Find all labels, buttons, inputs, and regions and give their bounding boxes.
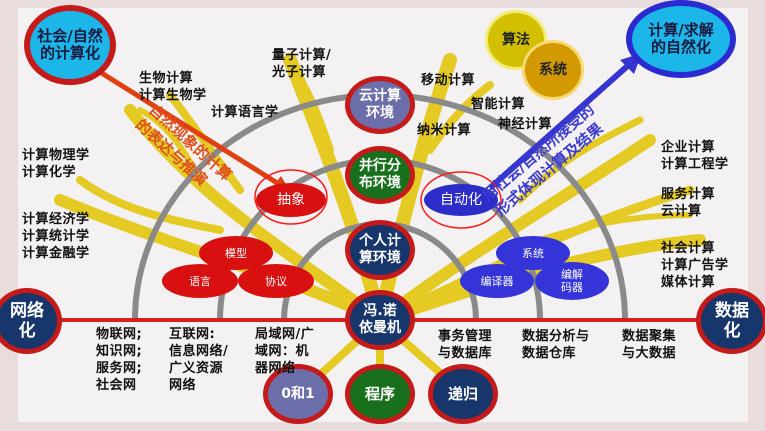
- label-social: 社会计算 计算广告学 媒体计算: [661, 241, 729, 290]
- label-linguistics: 计算语言学: [211, 105, 279, 120]
- node-recursion[interactable]: 递归: [428, 364, 498, 424]
- node-personal-environment[interactable]: 个人计 算环境: [345, 220, 415, 280]
- hand-drawn-circle-abstraction: [254, 169, 328, 225]
- label-analysis: 数据分析与 数据仓库: [522, 329, 590, 361]
- label-mobile: 移动计算: [421, 73, 476, 88]
- label-transaction: 事务管理 与数据库: [438, 329, 493, 361]
- label-internet: 互联网: 信息网络/ 广义资源 网络: [169, 327, 229, 393]
- node-cloud-environment[interactable]: 云计算 环境: [345, 76, 415, 134]
- node-zero-and-one[interactable]: 0和1: [263, 364, 333, 424]
- node-von-neumann[interactable]: 冯.诺 依曼机: [345, 290, 415, 350]
- oval-language[interactable]: 语言: [162, 264, 238, 298]
- oval-codec[interactable]: 编解 码器: [535, 262, 609, 300]
- oval-compiler[interactable]: 编译器: [460, 264, 534, 298]
- label-iot: 物联网; 知识网; 服务网; 社会网: [96, 327, 143, 393]
- label-lan: 局域网/广 域网：机 器网络: [255, 327, 315, 376]
- label-nano: 纳米计算: [417, 123, 472, 138]
- label-intelligent: 智能计算: [471, 97, 526, 112]
- label-enterprise: 企业计算 计算工程学: [661, 140, 729, 172]
- label-bio: 生物计算 计算生物学: [139, 71, 207, 103]
- blue-arrow-line: [488, 59, 634, 191]
- oval-protocol[interactable]: 协议: [238, 264, 314, 298]
- label-economics: 计算经济学 计算统计学 计算金融学: [22, 212, 90, 261]
- node-datafication[interactable]: 数据 化: [696, 288, 765, 354]
- label-service: 服务计算 云计算: [661, 187, 716, 219]
- label-bigdata: 数据聚集 与大数据: [622, 329, 677, 361]
- node-parallel-environment[interactable]: 并行分 布环境: [345, 146, 415, 204]
- node-networking[interactable]: 网络 化: [0, 288, 62, 354]
- node-program[interactable]: 程序: [345, 364, 415, 424]
- label-neural: 神经计算: [498, 117, 553, 132]
- red-arrow-line: [98, 69, 284, 189]
- node-computing-naturalization[interactable]: 计算/求解 的自然化: [626, 0, 736, 78]
- label-quantum: 量子计算/ 光子计算: [272, 48, 332, 80]
- oval-abstraction[interactable]: 抽象: [256, 183, 326, 217]
- oval-automation[interactable]: 自动化: [424, 184, 498, 216]
- label-physics: 计算物理学 计算化学: [22, 148, 90, 180]
- node-system[interactable]: 系统: [522, 40, 584, 100]
- node-social-natural-computing[interactable]: 社会/自然 的计算化: [24, 5, 116, 85]
- hand-drawn-circle-automation: [420, 171, 502, 229]
